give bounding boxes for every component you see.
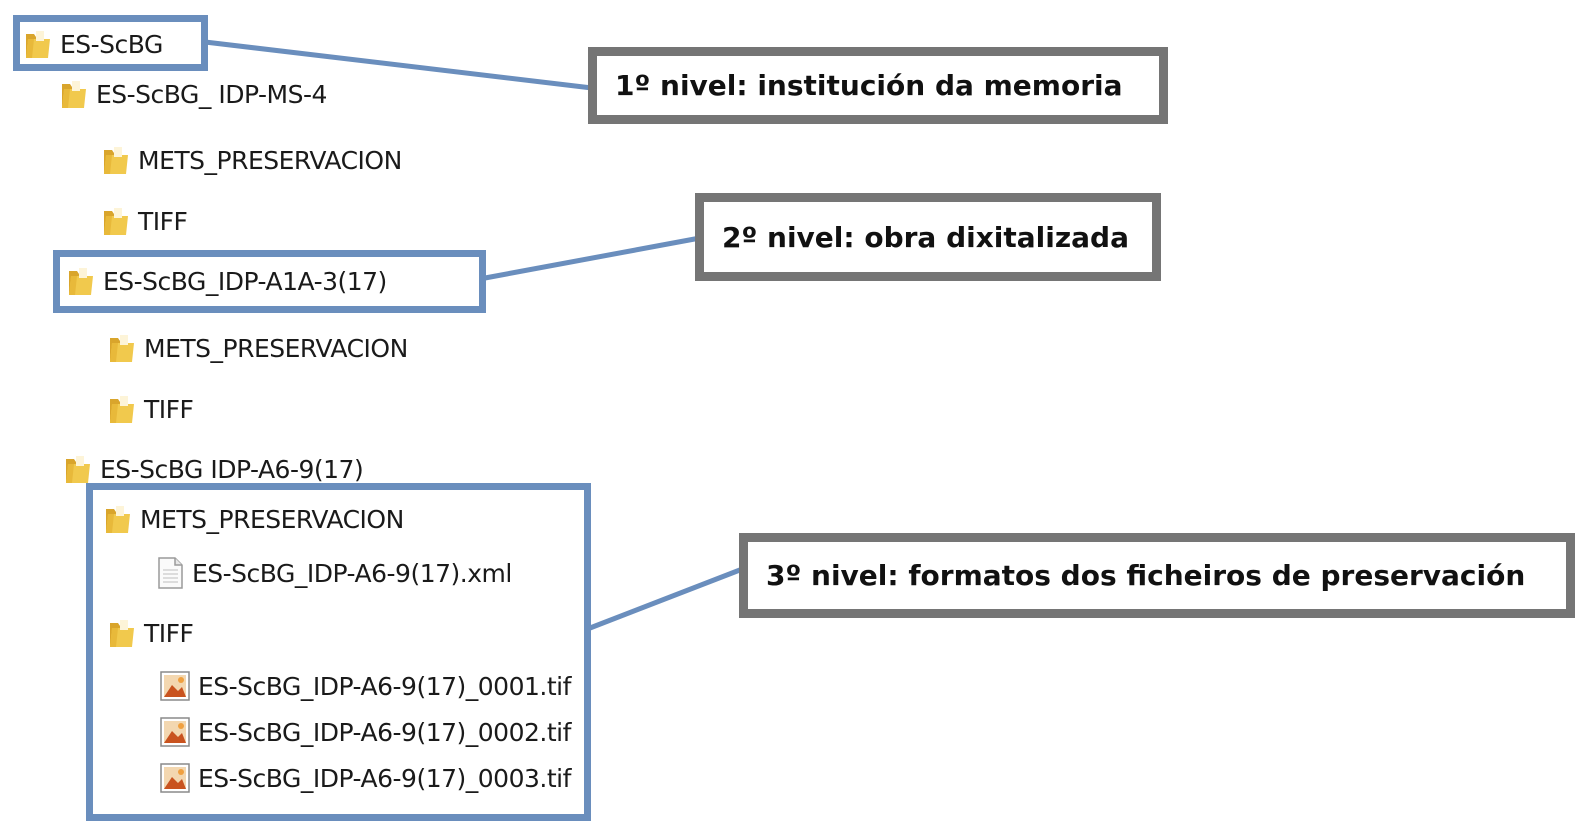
tree-file-tif-0002[interactable]: ES-ScBG_IDP-A6-9(17)_0002.tif bbox=[160, 712, 571, 752]
file-label: ES-ScBG_IDP-A6-9(17)_0002.tif bbox=[198, 717, 571, 747]
highlight-box-level2 bbox=[53, 250, 486, 313]
image-file-icon bbox=[160, 717, 190, 747]
callout-level1: 1º nivel: institución da memoria bbox=[588, 47, 1168, 124]
tree-folder-work2[interactable]: ES-ScBG_IDP-A1A-3(17) bbox=[67, 261, 387, 301]
folder-label: ES-ScBG bbox=[60, 29, 163, 59]
folder-label: TIFF bbox=[144, 618, 194, 648]
connector-level1 bbox=[204, 39, 593, 91]
file-label: ES-ScBG_IDP-A6-9(17)_0003.tif bbox=[198, 763, 571, 793]
callout-level2-text: 2º nivel: obra dixitalizada bbox=[722, 220, 1129, 254]
folder-icon bbox=[67, 265, 95, 297]
folder-label: TIFF bbox=[144, 394, 194, 424]
folder-icon bbox=[102, 144, 130, 176]
callout-level3-text: 3º nivel: formatos dos ficheiros de pres… bbox=[766, 559, 1526, 592]
highlight-box-level3 bbox=[86, 483, 591, 821]
folder-icon bbox=[24, 28, 52, 60]
callout-level3: 3º nivel: formatos dos ficheiros de pres… bbox=[739, 533, 1575, 618]
callout-level1-text: 1º nivel: institución da memoria bbox=[615, 69, 1123, 102]
folder-label: METS_PRESERVACION bbox=[140, 504, 404, 534]
tree-file-tif-0003[interactable]: ES-ScBG_IDP-A6-9(17)_0003.tif bbox=[160, 758, 571, 798]
folder-icon bbox=[102, 205, 130, 237]
folder-icon bbox=[108, 393, 136, 425]
folder-icon bbox=[108, 332, 136, 364]
tree-folder-work3-mets[interactable]: METS_PRESERVACION bbox=[104, 499, 404, 539]
folder-label: METS_PRESERVACION bbox=[138, 145, 402, 175]
folder-icon bbox=[108, 617, 136, 649]
file-label: ES-ScBG_IDP-A6-9(17)_0001.tif bbox=[198, 671, 571, 701]
folder-icon bbox=[104, 503, 132, 535]
folder-icon bbox=[60, 78, 88, 110]
tree-folder-work2-mets[interactable]: METS_PRESERVACION bbox=[108, 328, 408, 368]
tree-file-tif-0001[interactable]: ES-ScBG_IDP-A6-9(17)_0001.tif bbox=[160, 666, 571, 706]
tree-folder-work2-tiff[interactable]: TIFF bbox=[108, 389, 194, 429]
folder-label: TIFF bbox=[138, 206, 188, 236]
callout-level2: 2º nivel: obra dixitalizada bbox=[695, 193, 1161, 281]
connector-level2 bbox=[484, 235, 701, 281]
folder-label: ES-ScBG_ IDP-MS-4 bbox=[96, 79, 327, 109]
image-file-icon bbox=[160, 763, 190, 793]
tree-file-xml[interactable]: ES-ScBG_IDP-A6-9(17).xml bbox=[156, 553, 512, 593]
tree-folder-work3-tiff[interactable]: TIFF bbox=[108, 613, 194, 653]
image-file-icon bbox=[160, 671, 190, 701]
folder-label: METS_PRESERVACION bbox=[144, 333, 408, 363]
highlight-box-level1 bbox=[13, 15, 208, 71]
folder-label: ES-ScBG_IDP-A1A-3(17) bbox=[103, 266, 387, 296]
tree-folder-work1[interactable]: ES-ScBG_ IDP-MS-4 bbox=[60, 74, 327, 114]
folder-label: ES-ScBG IDP-A6-9(17) bbox=[100, 454, 364, 484]
tree-folder-root[interactable]: ES-ScBG bbox=[24, 24, 163, 64]
folder-icon bbox=[64, 453, 92, 485]
tree-folder-work1-tiff[interactable]: TIFF bbox=[102, 201, 188, 241]
document-icon bbox=[156, 557, 184, 589]
file-label: ES-ScBG_IDP-A6-9(17).xml bbox=[192, 558, 512, 588]
tree-folder-work3[interactable]: ES-ScBG IDP-A6-9(17) bbox=[64, 449, 364, 489]
connector-level3 bbox=[589, 565, 746, 631]
tree-folder-work1-mets[interactable]: METS_PRESERVACION bbox=[102, 140, 402, 180]
